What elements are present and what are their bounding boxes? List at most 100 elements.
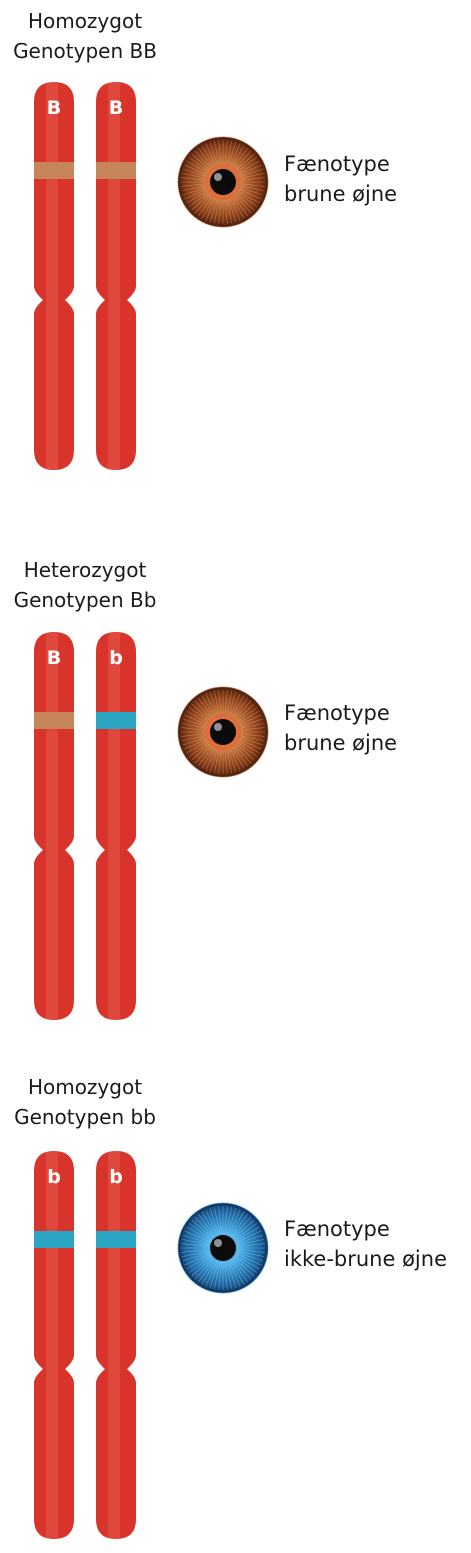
- chromosome-left: B: [34, 82, 74, 470]
- iris-fiber: [184, 1253, 211, 1266]
- phenotype-heading: Fænotype: [284, 152, 390, 176]
- panel-title: Heterozygot Genotypen Bb: [0, 555, 170, 615]
- iris-fiber: [233, 1219, 255, 1239]
- iris-fiber: [205, 744, 218, 771]
- chromosome-highlight: [46, 82, 58, 470]
- iris-fiber: [235, 187, 262, 200]
- iris-fiber: [182, 718, 210, 728]
- chromosome-highlight: [46, 1151, 58, 1539]
- iris-fiber: [205, 1260, 218, 1287]
- iris-fiber: [218, 1206, 222, 1235]
- iris-fiber: [201, 1211, 217, 1237]
- iris-fiber: [218, 690, 222, 719]
- iris-fiber: [213, 195, 221, 224]
- iris-fiber: [228, 143, 241, 170]
- iris-fiber: [188, 707, 212, 725]
- iris-fiber: [236, 1238, 265, 1246]
- iris-fiber: [236, 1243, 265, 1247]
- iris-fiber: [209, 745, 219, 773]
- iris-fiber: [198, 147, 216, 171]
- iris-fiber: [225, 690, 233, 719]
- iris-fiber: [234, 160, 260, 176]
- iris-fiber: [191, 153, 213, 173]
- iris-fiber: [184, 737, 211, 750]
- iris-fiber: [181, 1238, 210, 1246]
- iris-fiber: [181, 1249, 210, 1253]
- iris-fiber: [234, 707, 258, 725]
- gene-band: [96, 712, 136, 729]
- iris-fiber: [236, 734, 265, 742]
- iris-fiber: [191, 1257, 213, 1277]
- iris-fiber: [233, 1257, 255, 1277]
- brown-eye-icon: [177, 136, 269, 228]
- allele-label: b: [47, 1166, 61, 1188]
- iris-fiber: [225, 140, 233, 169]
- iris-fiber: [236, 183, 265, 187]
- iris-fiber: [191, 191, 213, 211]
- iris-fiber: [234, 189, 258, 207]
- iris-fiber: [227, 1261, 237, 1289]
- iris-fiber: [181, 722, 210, 730]
- iris-fiber: [228, 1209, 241, 1236]
- iris-fiber: [236, 172, 265, 180]
- iris-fiber: [225, 195, 233, 224]
- iris-fiber: [229, 695, 245, 721]
- chromosome-highlight: [108, 82, 120, 470]
- genotype-label: Genotypen Bb: [13, 588, 157, 612]
- allele-label: b: [109, 1166, 123, 1188]
- chromosome-highlight: [108, 1151, 120, 1539]
- pupil: [210, 169, 236, 195]
- pupil: [210, 719, 236, 745]
- gene-band: [34, 1231, 74, 1248]
- phenotype-value: brune øjne: [284, 182, 398, 206]
- iris-fiber: [236, 1250, 265, 1258]
- iris-fiber: [181, 727, 210, 731]
- iris-fiber: [198, 697, 216, 721]
- iris-fiber: [186, 1226, 212, 1242]
- iris-fiber: [227, 141, 237, 169]
- iris-fiber: [225, 745, 233, 774]
- iris-fiber: [229, 193, 245, 219]
- iris-fiber: [181, 172, 210, 180]
- iris-fiber: [224, 1206, 228, 1235]
- iris-fiber: [194, 1216, 214, 1238]
- iris-fiber: [213, 140, 221, 169]
- iris-fiber: [225, 1261, 233, 1290]
- iris-fiber: [201, 145, 217, 171]
- iris-fiber: [229, 1211, 245, 1237]
- iris-fiber: [234, 739, 258, 757]
- allele-label: b: [109, 647, 123, 669]
- iris-fiber: [218, 745, 222, 774]
- iris-fiber: [236, 1249, 265, 1253]
- iris-fiber: [213, 690, 221, 719]
- iris-fiber: [188, 739, 212, 757]
- iris-fiber: [235, 164, 262, 177]
- chromosome-right: b: [96, 632, 136, 1020]
- iris-fiber: [236, 168, 264, 178]
- iris-fiber: [232, 700, 252, 722]
- phenotype-value: brune øjne: [284, 731, 398, 755]
- gene-band: [34, 162, 74, 179]
- iris-fiber: [235, 714, 262, 727]
- iris-fiber: [218, 195, 222, 224]
- iris-fiber: [201, 695, 217, 721]
- iris-fiber: [181, 177, 210, 181]
- iris-fiber: [233, 703, 255, 723]
- chromosome-left: B: [34, 632, 74, 1020]
- iris-fiber: [186, 710, 212, 726]
- allele-label: B: [46, 647, 62, 669]
- iris-fiber: [232, 150, 252, 172]
- iris-fiber: [230, 743, 248, 767]
- iris-fiber: [194, 150, 214, 172]
- chromosome-highlight: [46, 632, 58, 1020]
- iris-fiber: [209, 1261, 219, 1289]
- iris-fiber: [235, 1253, 262, 1266]
- iris-fiber: [181, 184, 210, 192]
- phenotype-label: Fænotype ikke-brune øjne: [284, 1214, 447, 1274]
- iris-fiber: [230, 697, 248, 721]
- iris-fiber: [205, 1209, 218, 1236]
- allele-label: B: [108, 97, 124, 119]
- iris-fiber: [225, 1206, 233, 1235]
- iris-fiber: [230, 1259, 248, 1283]
- iris-fiber: [201, 1259, 217, 1285]
